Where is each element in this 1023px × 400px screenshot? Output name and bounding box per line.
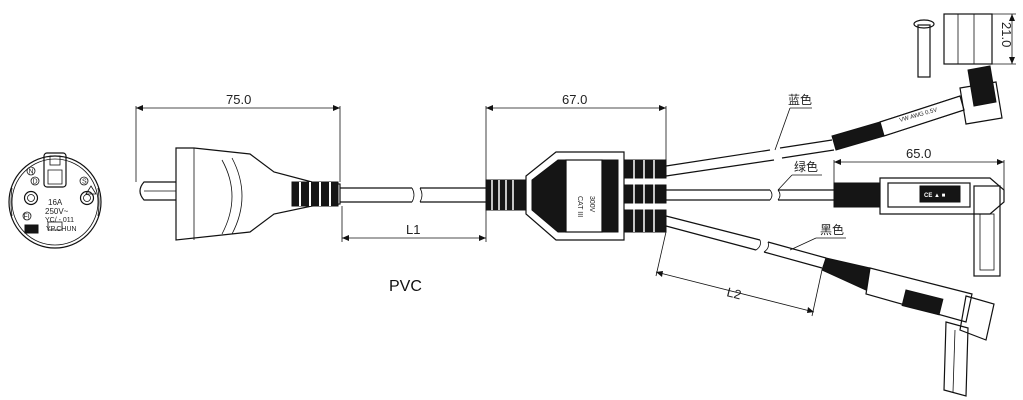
- label-blue-wire: 蓝色: [788, 93, 812, 107]
- mark-d: D: [33, 179, 38, 186]
- splitter-rating-voltage: 300V: [588, 196, 595, 213]
- mark-n: N: [29, 169, 34, 176]
- rating-voltage: 250V~: [45, 207, 69, 216]
- splitter-rating-cat: CAT III: [576, 196, 583, 217]
- pin-hole-left: [23, 190, 39, 206]
- connector-green-marks: CE ▲ ■: [924, 193, 946, 199]
- wire-green: CE ▲ ■: [666, 177, 1005, 277]
- pin-hole-right: [79, 190, 95, 206]
- dim-branch-length-l2: L2: [725, 284, 743, 302]
- warning-triangle-icon: [85, 185, 97, 195]
- dim-connector-length: 65.0: [906, 146, 931, 161]
- rating-current: 16A: [48, 198, 63, 207]
- label-black-wire: 黑色: [820, 223, 844, 237]
- plug-side-view: [139, 147, 486, 241]
- mark-fi: FI: [24, 214, 30, 221]
- wire-labels: 蓝色 绿色 黑色: [774, 93, 846, 251]
- dim-plug-length: 75.0: [226, 92, 251, 107]
- wire-black: [665, 215, 995, 397]
- dim-splitter-length: 67.0: [562, 92, 587, 107]
- material-label: PVC: [389, 278, 422, 295]
- plug-model: YC/ - 011: [45, 217, 74, 224]
- approval-badge-icon: [24, 224, 39, 234]
- mark-s: S: [82, 179, 87, 186]
- dim-cable-length-l1: L1: [406, 222, 420, 237]
- plug-brand: YP.CHUN: [46, 226, 77, 233]
- wire-blue: VW AWG 0.5V: [665, 13, 1003, 177]
- label-green-wire: 绿色: [794, 159, 818, 174]
- dimension-lines: 75.0 L1 67.0 65.0 21.0 L2: [135, 13, 1016, 317]
- dim-connector-head: 21.0: [999, 22, 1014, 47]
- splitter-body: CAT III 300V: [485, 151, 667, 241]
- plug-face-view: N D FI S 16A 250V~ YC/ - 011 YP.CHUN: [8, 152, 102, 249]
